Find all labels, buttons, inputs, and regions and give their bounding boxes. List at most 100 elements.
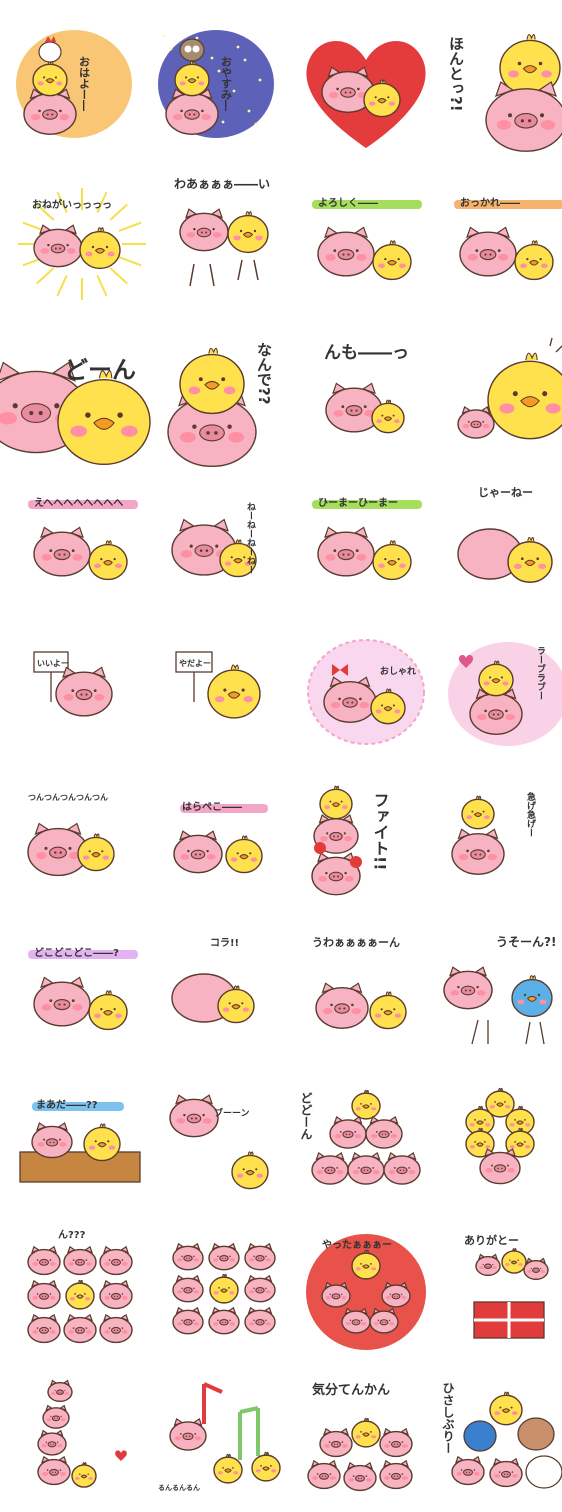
pig-character: [321, 1281, 351, 1308]
chick-character: [207, 664, 261, 719]
sticker-caption: コラ!!: [210, 937, 239, 949]
sticker-caption: るんるんるん: [158, 1484, 200, 1492]
chick-character: [351, 1089, 381, 1120]
chick-character: [507, 536, 553, 583]
sticker-art: やったぁぁぁー: [306, 1234, 426, 1350]
sticker-caption: ラーブラブー: [535, 646, 545, 700]
sticker-s4[interactable]: ほんとっ?!: [438, 22, 562, 162]
sticker-s26[interactable]: コラ!!: [154, 922, 294, 1062]
chick-character: [351, 1249, 381, 1280]
sticker-art: いいよー: [33, 651, 113, 717]
sticker-s27[interactable]: うわぁぁぁぁーん: [296, 922, 436, 1062]
chick-character: [372, 540, 412, 581]
sticker-s14[interactable]: ねーねーねーねー: [154, 472, 294, 612]
sticker-art: 急げ急げー: [451, 791, 536, 875]
chick-character: [501, 1248, 527, 1274]
sticker-s36[interactable]: ありがとー: [438, 1222, 562, 1362]
sticker-s19[interactable]: おしゃれ: [296, 622, 436, 762]
sticker-s20[interactable]: ラーブラブー: [438, 622, 562, 762]
pig-character: [325, 382, 383, 433]
chick-character: [227, 211, 269, 254]
sticker-s12[interactable]: [438, 322, 562, 462]
sticker-s6[interactable]: わあぁぁぁ――い: [154, 172, 294, 312]
dirt-ground: [19, 1151, 141, 1183]
sticker-caption: いいよー: [37, 659, 69, 668]
sticker-art: おはよー―: [16, 30, 132, 138]
chick-character: [77, 833, 115, 872]
pig-character: [208, 1306, 240, 1335]
sticker-caption: おっかれ――: [460, 197, 520, 209]
sticker-caption: つんつんつんつんつん: [28, 793, 108, 802]
sticker-caption: えへへへへへへへへ: [34, 497, 123, 509]
sticker-s9[interactable]: どーん: [0, 322, 152, 466]
pig-character: [244, 1306, 276, 1335]
sticker-s37[interactable]: [12, 1372, 152, 1512]
sticker-s38[interactable]: るんるんるん: [154, 1372, 294, 1512]
sticker-art: まあだ――??: [19, 1098, 141, 1183]
chick-character: [351, 1417, 381, 1448]
sticker-art: よろしく――: [312, 197, 422, 281]
chick-character: [461, 795, 495, 830]
caption-highlight: [312, 200, 422, 209]
sticker-art: ブーーン: [169, 1094, 269, 1190]
sticker-s40[interactable]: ひさしぶりー: [438, 1372, 562, 1512]
sticker-s15[interactable]: ひーまーひーまー: [296, 472, 436, 612]
sticker-s7[interactable]: よろしく――: [296, 172, 436, 312]
sticker-s34[interactable]: [154, 1222, 294, 1362]
sticker-caption: うわぁぁぁぁーん: [312, 936, 400, 949]
sticker-s24[interactable]: 急げ急げー: [438, 772, 562, 912]
sticker-s31[interactable]: どどーん: [296, 1072, 436, 1212]
sticker-art: [306, 40, 426, 148]
sticker-art: じゃーねー: [457, 486, 553, 583]
sticker-s29[interactable]: まあだ――??: [12, 1072, 152, 1212]
sticker-s23[interactable]: ファイト!!: [296, 772, 436, 912]
pig-character: [341, 1307, 371, 1334]
sticker-s22[interactable]: はらぺこ――: [154, 772, 294, 912]
sticker-art: やだよー: [175, 651, 261, 719]
sticker-s10[interactable]: なんで??: [154, 322, 294, 468]
chick-character: [225, 835, 263, 874]
music-note: [202, 1382, 223, 1424]
chick-character: [514, 240, 554, 281]
sticker-s25[interactable]: どこどこどこ――?: [12, 922, 152, 1062]
sticker-s32[interactable]: [438, 1072, 562, 1212]
pig-character: [451, 828, 505, 875]
sticker-s33[interactable]: ん???: [12, 1222, 152, 1362]
sticker-art: ん???: [27, 1229, 133, 1344]
sticker-s21[interactable]: つんつんつんつんつん: [12, 772, 152, 912]
sticker-s16[interactable]: じゃーねー: [438, 472, 562, 612]
pig-character: [23, 88, 77, 135]
sticker-s30[interactable]: ブーーン: [154, 1072, 294, 1212]
sticker-art: [457, 337, 562, 440]
sticker-art: 気分てんかん: [307, 1382, 413, 1492]
sticker-caption: おしゃれ: [380, 666, 416, 677]
pig-character: [479, 1148, 521, 1185]
sticker-s18[interactable]: やだよー: [154, 622, 294, 762]
sticker-art: んも――っ: [324, 343, 409, 434]
sticker-s5[interactable]: おねがいっっっっ: [12, 172, 152, 312]
pig-character: [208, 1242, 240, 1271]
pig-character: [329, 1115, 367, 1149]
pig-character: [311, 1151, 349, 1185]
pig-character: [63, 1245, 97, 1276]
sticker-s2[interactable]: おやすみ―: [154, 22, 294, 162]
chick-character: [489, 1391, 523, 1426]
pig-character: [27, 1313, 61, 1344]
sticker-s13[interactable]: えへへへへへへへへ: [12, 472, 152, 612]
sticker-s8[interactable]: おっかれ――: [438, 172, 562, 312]
sticker-art: つんつんつんつんつん: [27, 793, 115, 877]
pig-character: [33, 224, 83, 268]
sticker-s3[interactable]: [296, 22, 436, 162]
pig-character: [63, 1313, 97, 1344]
sticker-s17[interactable]: いいよー: [12, 622, 152, 762]
sticker-art: どどーん: [299, 1089, 421, 1185]
sticker-s1[interactable]: おはよー―: [12, 22, 152, 162]
chick-character: [485, 1087, 515, 1118]
sticker-s11[interactable]: んも――っ: [296, 322, 436, 462]
sticker-s39[interactable]: 気分てんかん: [296, 1372, 436, 1512]
sticker-s28[interactable]: うそーん?!: [438, 922, 562, 1062]
sticker-art: ラーブラブー: [448, 642, 562, 746]
pig-character: [37, 1455, 71, 1486]
sticker-s35[interactable]: やったぁぁぁー: [296, 1222, 436, 1362]
pig-character: [99, 1245, 133, 1276]
